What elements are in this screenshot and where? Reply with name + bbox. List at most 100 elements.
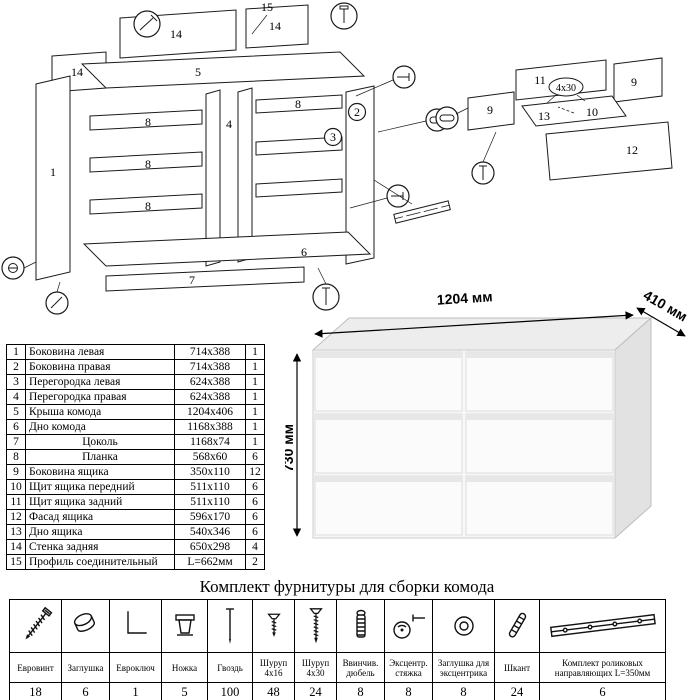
hardware-name: Евровинт — [9, 652, 62, 683]
part-label-14: 14 — [269, 19, 281, 33]
dresser-body — [311, 316, 653, 540]
part-label-11: 11 — [534, 73, 546, 87]
nail-icon — [226, 608, 234, 644]
part-number: 11 — [6, 494, 26, 510]
cabinet-exploded — [35, 4, 375, 292]
hardware-qty: 18 — [9, 682, 62, 700]
part-name: Планка — [25, 449, 175, 465]
screw-4x30-icon — [308, 608, 323, 644]
threaded-dowel-icon — [355, 609, 366, 638]
part-size: 350x110 — [174, 464, 246, 480]
hardware-name: Ножка — [161, 652, 208, 683]
part-name: Щит ящика передний — [25, 479, 175, 495]
wood-dowel-icon — [508, 612, 527, 638]
part-qty: 1 — [245, 344, 265, 360]
part-2-circle — [347, 102, 367, 122]
part-size: 568x60 — [174, 449, 246, 465]
hardware-icon-cell — [432, 599, 495, 653]
cam-cap-icon — [453, 616, 474, 636]
part-qty: 1 — [245, 359, 265, 375]
hardware-qty: 24 — [294, 682, 337, 700]
drawer-fronts — [314, 351, 614, 536]
part-number: 1 — [6, 344, 26, 360]
part-name: Перегородка правая — [25, 389, 175, 405]
part-qty: 1 — [245, 389, 265, 405]
hardware-name: Гвоздь — [207, 652, 253, 683]
leg-icon — [174, 614, 195, 636]
part-qty: 1 — [245, 374, 265, 390]
part-qty: 12 — [245, 464, 265, 480]
hardware-name: Евроключ — [109, 652, 162, 683]
hardware-qty: 6 — [539, 682, 666, 700]
hardware-qty-row: 18 6 1 5 100 48 24 8 8 8 24 6 — [9, 682, 666, 700]
part-size: 1204x406 — [174, 404, 246, 420]
part-label-15: 15 — [261, 0, 273, 14]
part-size: 714x388 — [174, 344, 246, 360]
part-size: 511x110 — [174, 494, 246, 510]
cap-icon — [73, 613, 95, 632]
part-number: 14 — [6, 539, 26, 555]
hardware-icon-cell — [161, 599, 208, 653]
hardware-icon-cell — [539, 599, 666, 653]
diagram-part-labels: 14 14 14 15 5 1 2 3 4 8 8 8 8 6 7 11 9 9… — [50, 0, 638, 287]
part-name: Боковина правая — [25, 359, 175, 375]
part-size: 540x346 — [174, 524, 246, 540]
part-number: 6 — [6, 419, 26, 435]
hardware-name: Шуруп 4х30 — [294, 652, 337, 683]
part-label-1: 1 — [50, 165, 56, 179]
hardware-name: Шуруп 4х16 — [252, 652, 295, 683]
part-name: Крыша комода — [25, 404, 175, 420]
hardware-table: Евровинт Заглушка Евроключ Ножка Гвоздь … — [9, 599, 666, 700]
part-label-8: 8 — [145, 115, 151, 129]
part-name: Фасад ящика — [25, 509, 175, 525]
part-name: Дно комода — [25, 419, 175, 435]
part-label-12: 12 — [626, 143, 638, 157]
euro-screw-icon — [25, 606, 52, 640]
part-label-10: 10 — [586, 105, 598, 119]
hardware-qty: 1 — [109, 682, 162, 700]
hardware-icon-cell — [61, 599, 110, 653]
part-number: 3 — [6, 374, 26, 390]
part-qty: 6 — [245, 479, 265, 495]
part-qty: 6 — [245, 494, 265, 510]
part-size: 624x388 — [174, 389, 246, 405]
part-label-8: 8 — [145, 199, 151, 213]
part-size: 1168x74 — [174, 434, 246, 450]
hardware-qty: 100 — [207, 682, 253, 700]
hardware-qty: 24 — [494, 682, 540, 700]
part-number: 7 — [6, 434, 26, 450]
hardware-callouts — [1, 2, 497, 315]
part-qty: 6 — [245, 524, 265, 540]
part-name: Боковина левая — [25, 344, 175, 360]
screw-callout-icon — [45, 291, 69, 315]
part-number: 4 — [6, 389, 26, 405]
hardware-icon-cell — [109, 599, 162, 653]
screw-4x16-icon — [266, 613, 281, 637]
drawer-slide-sketch — [393, 200, 451, 224]
cam-lock-icon — [392, 614, 425, 639]
part-size: L=662мм — [174, 554, 246, 570]
part-name: Профиль соединительный — [25, 554, 175, 570]
hex-key-icon — [126, 611, 147, 634]
part-qty: 2 — [245, 554, 265, 570]
part-label-9: 9 — [631, 75, 637, 89]
hardware-qty: 8 — [432, 682, 495, 700]
hardware-icon-cell — [294, 599, 337, 653]
part-qty: 6 — [245, 449, 265, 465]
screw-size-note: 4x30 — [556, 83, 576, 94]
part-qty: 1 — [245, 404, 265, 420]
hardware-name: Комплект роликовых направляющих L=350мм — [539, 652, 666, 683]
part-name: Боковина ящика — [25, 464, 175, 480]
part-label-4: 4 — [226, 117, 232, 131]
page-title: Комплект фурнитуры для сборки комода — [199, 577, 495, 596]
part-qty: 4 — [245, 539, 265, 555]
part-name: Щит ящика задний — [25, 494, 175, 510]
